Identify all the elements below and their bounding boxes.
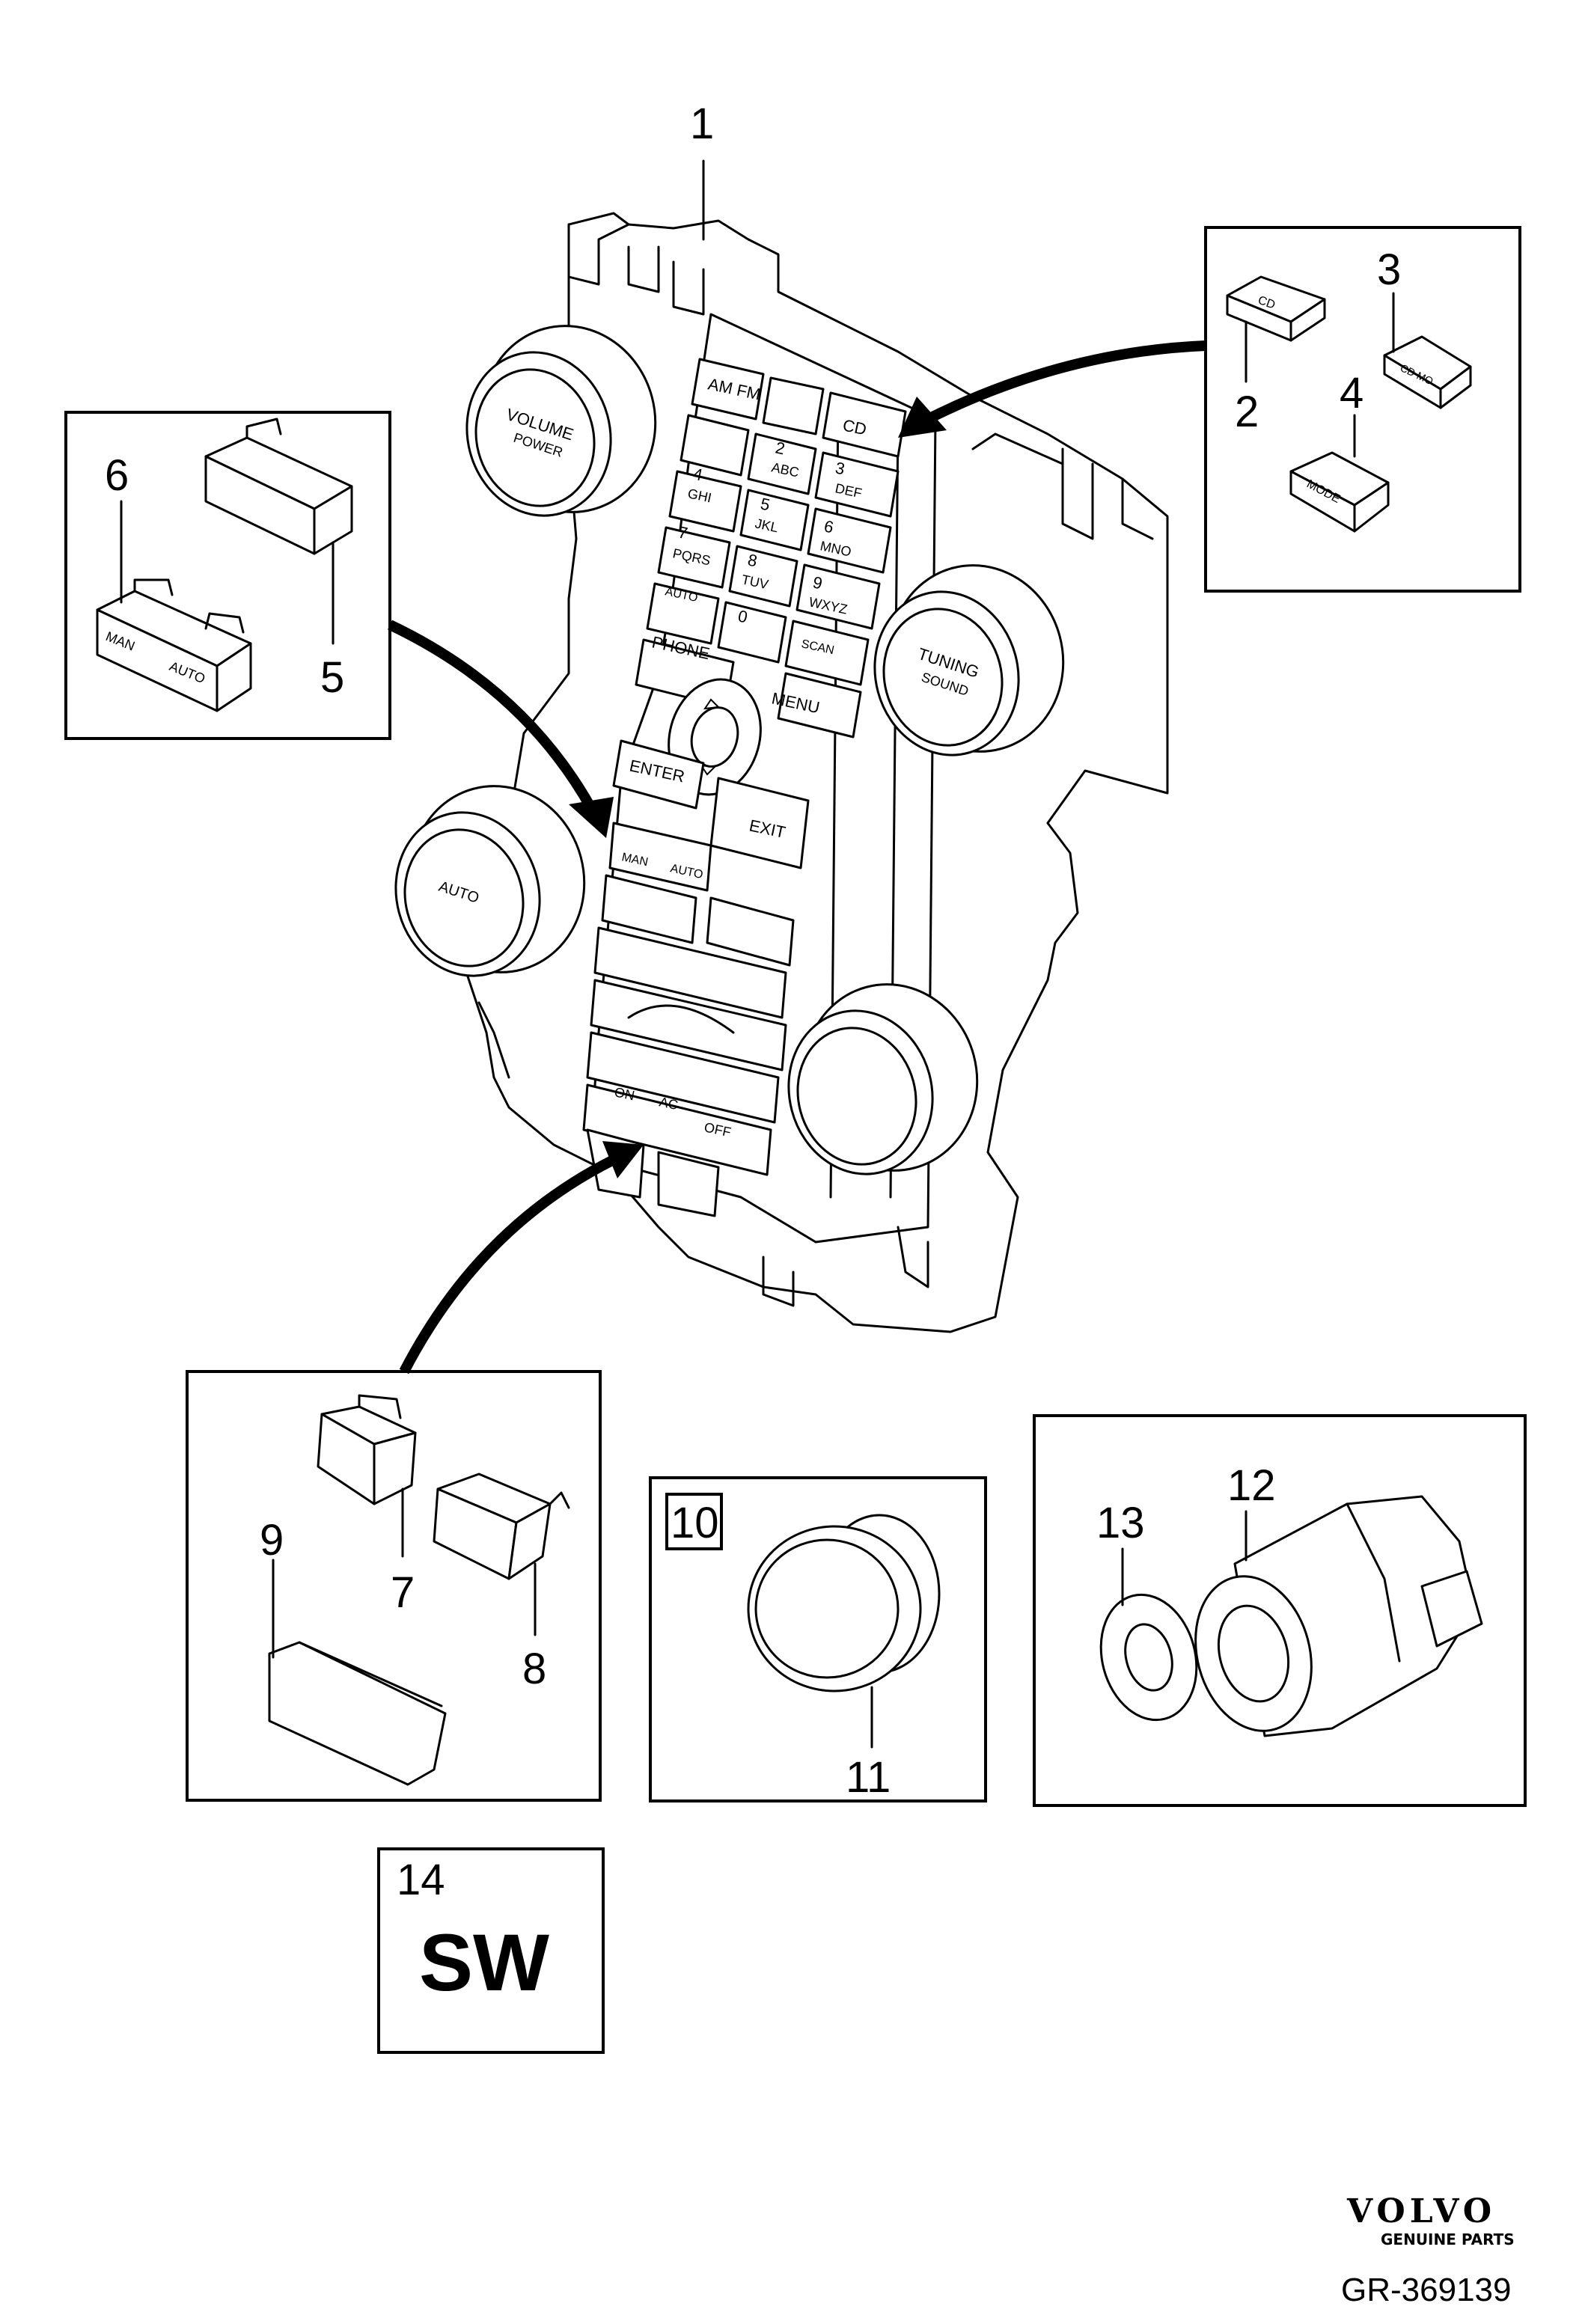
arrow-cd-buttons bbox=[925, 340, 1206, 424]
key-0: 0 bbox=[736, 606, 749, 626]
callout-5: 5 bbox=[320, 653, 344, 702]
callout-10-frame bbox=[665, 1493, 723, 1550]
part-7-seat-heat-button bbox=[317, 1394, 417, 1505]
figure-code: GR-369139 bbox=[1341, 2272, 1511, 2308]
key-6: 6 bbox=[822, 516, 835, 536]
part-6-man-auto-button bbox=[96, 578, 252, 712]
key-9: 9 bbox=[811, 572, 824, 593]
part-2-label: CD bbox=[1256, 294, 1277, 312]
fan-knob bbox=[394, 785, 586, 977]
tuning-knob bbox=[873, 564, 1065, 756]
genuine-parts-tagline: GENUINE PARTS bbox=[1381, 2230, 1515, 2248]
callout-9: 9 bbox=[260, 1516, 284, 1565]
part-4-mode-button bbox=[1289, 451, 1390, 533]
part-5-button bbox=[204, 418, 353, 555]
callout-8: 8 bbox=[522, 1645, 546, 1693]
callout-4: 4 bbox=[1340, 369, 1364, 418]
arrow-climate-buttons bbox=[387, 620, 596, 811]
key-4: 4 bbox=[691, 464, 704, 484]
part-12-ignition-switch bbox=[1194, 1495, 1483, 1737]
key-5: 5 bbox=[759, 494, 772, 514]
callout-1: 1 bbox=[690, 100, 714, 148]
key-7: 7 bbox=[677, 522, 689, 542]
detail-box-climate-buttons bbox=[64, 411, 391, 740]
control-panel-assembly: AM FM CD 2 3 ABC DEF 4 GHI 5 JKL 6 MNO 7… bbox=[394, 212, 1169, 1333]
part-11-knob bbox=[747, 1514, 941, 1692]
temperature-knob bbox=[787, 983, 979, 1175]
volvo-logo: VOLVO bbox=[1346, 2192, 1496, 2230]
detail-box-cd-buttons bbox=[1204, 226, 1521, 593]
arrow-seat-heat-buttons bbox=[399, 1155, 617, 1374]
software-box bbox=[377, 1847, 605, 2054]
detail-box-knob bbox=[649, 1476, 987, 1802]
callout-2: 2 bbox=[1235, 388, 1259, 436]
part-2-cd-button bbox=[1226, 275, 1326, 342]
keypad bbox=[635, 358, 907, 739]
detail-box-ignition bbox=[1033, 1414, 1527, 1807]
callout-6: 6 bbox=[105, 451, 129, 500]
callout-7: 7 bbox=[391, 1568, 415, 1617]
callout-3: 3 bbox=[1377, 245, 1401, 294]
software-label: SW bbox=[419, 1917, 549, 2007]
callout-10: 10 bbox=[671, 1499, 719, 1547]
key-8: 8 bbox=[746, 550, 759, 570]
part-13-ring bbox=[1099, 1593, 1198, 1722]
volume-knob bbox=[465, 325, 657, 517]
callout-14: 14 bbox=[397, 1856, 445, 1904]
key-2: 2 bbox=[774, 438, 787, 458]
part-9-blanking-cap bbox=[268, 1641, 447, 1786]
detail-box-seat-heat-buttons bbox=[186, 1370, 602, 1802]
callout-12: 12 bbox=[1227, 1461, 1276, 1510]
callout-11: 11 bbox=[846, 1753, 891, 1802]
key-3: 3 bbox=[834, 458, 846, 478]
part-8-seat-heat-button bbox=[433, 1473, 570, 1580]
part-3-cd-mo-button bbox=[1383, 335, 1472, 409]
callout-13: 13 bbox=[1096, 1499, 1145, 1547]
